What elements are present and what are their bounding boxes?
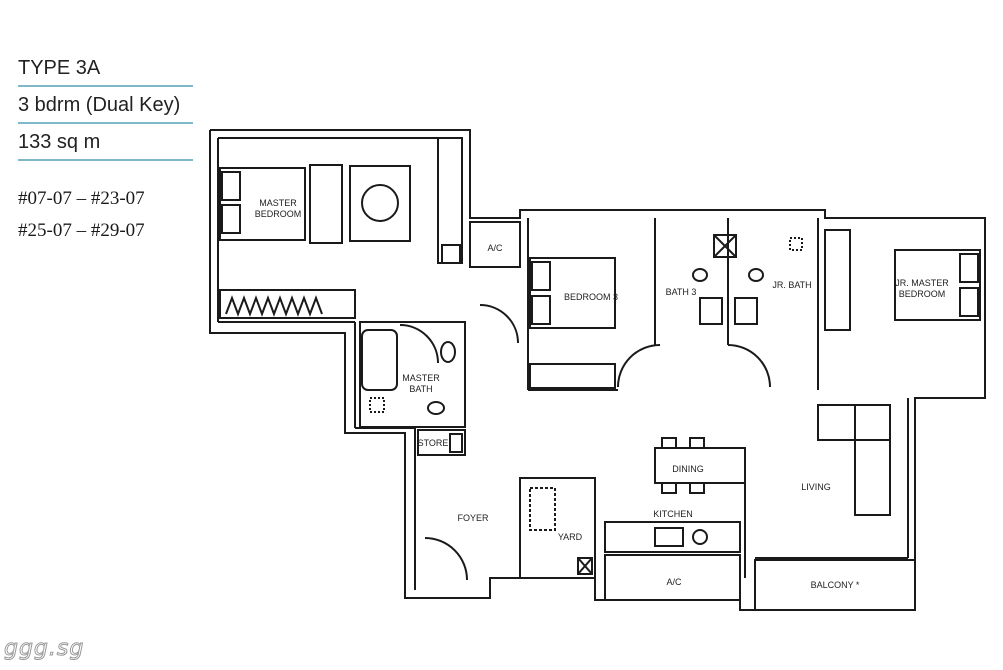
chair xyxy=(661,437,677,449)
sink xyxy=(654,527,684,547)
master-basin xyxy=(440,341,456,363)
chair xyxy=(661,482,677,494)
bathtub xyxy=(361,329,398,391)
jr-master-bed xyxy=(894,249,981,321)
watermark: ggg.sg xyxy=(3,636,85,662)
master-door xyxy=(479,304,519,344)
chair xyxy=(689,437,705,449)
round-table xyxy=(361,184,399,222)
bedroom-count: 3 bdrm (Dual Key) xyxy=(18,87,193,124)
label-balcony: BALCONY * xyxy=(811,580,860,590)
jr-bath-toilet xyxy=(748,268,764,282)
entrance-door xyxy=(424,537,468,581)
pillow xyxy=(531,261,551,291)
label-kitchen: KITCHEN xyxy=(653,509,693,519)
store-outline xyxy=(417,429,466,456)
unit-numbers: #07-07 – #23-07 #25-07 – #29-07 xyxy=(18,183,145,247)
unit-range-1: #07-07 – #23-07 xyxy=(18,188,145,209)
wardrobe-hangers xyxy=(225,295,323,317)
shower-cross xyxy=(713,234,737,258)
label-dining: DINING xyxy=(672,464,704,474)
sofa-living-l xyxy=(854,404,891,516)
unit-area: 133 sq m xyxy=(18,124,193,161)
bedroom3-bed xyxy=(529,257,616,329)
yard-cross xyxy=(577,557,593,575)
jr-bath-basin xyxy=(734,297,758,325)
master-bath-outline xyxy=(359,321,466,428)
sofa xyxy=(309,164,343,244)
store-shelf xyxy=(449,433,463,453)
shower-tray xyxy=(713,234,737,258)
master-bath-door xyxy=(399,324,439,364)
label-bedroom3: BEDROOM 3 xyxy=(564,292,618,302)
pillow xyxy=(959,253,979,283)
label-ac-top: A/C xyxy=(487,243,503,253)
master-toilet xyxy=(427,401,445,415)
balcony-outline xyxy=(754,559,916,611)
label-living: LIVING xyxy=(801,482,831,492)
ac-ledge-bottom xyxy=(604,554,741,601)
pillow xyxy=(959,287,979,317)
pillow xyxy=(221,204,241,234)
bedroom3-wardrobe xyxy=(529,363,616,389)
unit-type: TYPE 3A xyxy=(18,50,193,87)
jr-bath-drain xyxy=(789,237,803,251)
pillow xyxy=(221,171,241,201)
label-foyer: FOYER xyxy=(457,513,489,523)
jr-bath-door xyxy=(727,344,771,388)
unit-range-2: #25-07 – #29-07 xyxy=(18,220,145,241)
kitchen-counter xyxy=(604,521,741,553)
ac-ledge-top xyxy=(469,221,521,268)
jr-master-wardrobe xyxy=(824,229,851,331)
outer-wall xyxy=(209,129,986,611)
unit-info-panel: TYPE 3A 3 bdrm (Dual Key) 133 sq m #07-0… xyxy=(18,50,193,241)
label-jr-bath: JR. BATH xyxy=(772,280,811,290)
yard-shelf xyxy=(577,557,593,575)
master-wardrobe xyxy=(219,289,356,319)
master-bed xyxy=(219,167,306,241)
hob xyxy=(692,529,708,545)
chair xyxy=(689,482,705,494)
master-vanity xyxy=(441,244,461,264)
label-ac-bottom: A/C xyxy=(666,577,682,587)
yard-outline xyxy=(519,477,596,579)
label-bath3: BATH 3 xyxy=(666,287,697,297)
label-store: STORE xyxy=(418,438,449,448)
pillow xyxy=(531,295,551,325)
bath3-toilet xyxy=(692,268,708,282)
rug xyxy=(349,165,411,242)
bedroom3-door xyxy=(617,344,661,388)
label-yard: YARD xyxy=(558,532,583,542)
washer xyxy=(529,487,556,531)
inner-wall-master xyxy=(218,137,463,263)
bath3-basin xyxy=(699,297,723,325)
shower-drain xyxy=(369,397,385,413)
